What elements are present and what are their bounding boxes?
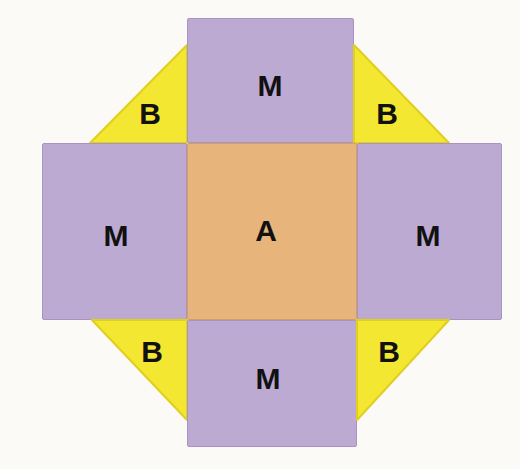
quilt-square: M [187, 320, 357, 447]
triangle-outline [357, 320, 449, 420]
triangle-fill [90, 45, 187, 143]
patch-label: B [141, 337, 163, 367]
quilt-triangle: B [354, 42, 449, 143]
patch-label: A [255, 216, 277, 246]
quilt-triangle: B [92, 320, 187, 420]
triangle-fill [354, 45, 449, 143]
patch-label: M [258, 71, 283, 101]
patch-label: B [376, 99, 398, 129]
quilt-triangle: B [357, 320, 449, 420]
triangle-outline [354, 42, 449, 143]
patch-label: B [378, 337, 400, 367]
triangle-outline [92, 320, 187, 420]
quilt-square: A [187, 143, 357, 320]
patch-label: B [139, 99, 161, 129]
quilt-triangle: B [90, 42, 187, 143]
quilt-square: M [42, 143, 187, 320]
patch-label: M [104, 221, 129, 251]
quilt-square: M [357, 143, 502, 320]
triangle-fill [92, 320, 187, 420]
patch-label: M [416, 221, 441, 251]
triangle-fill [357, 320, 449, 420]
patch-label: M [256, 364, 281, 394]
triangle-outline [90, 42, 187, 143]
quilt-square: M [187, 18, 354, 143]
